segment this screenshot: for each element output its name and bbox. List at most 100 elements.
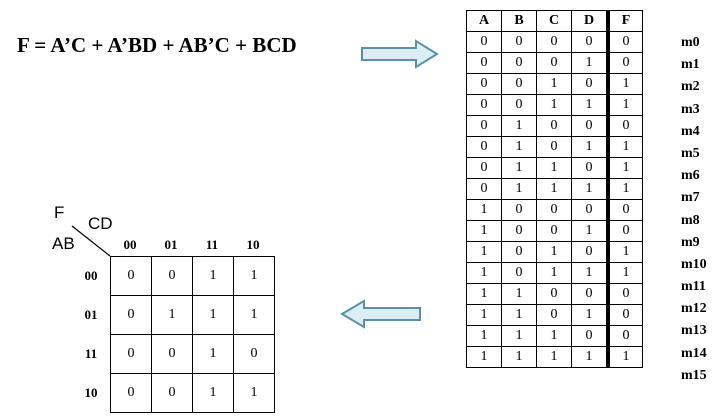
kmap-cell: 0 xyxy=(110,373,152,413)
minterm-label: m15 xyxy=(681,367,707,383)
truth-table-cell: 1 xyxy=(536,94,572,116)
truth-table-cell: 0 xyxy=(536,115,572,137)
kmap-row-variable: AB xyxy=(52,234,75,253)
truth-table-cell: 0 xyxy=(501,31,537,53)
truth-table-header: A xyxy=(466,10,502,32)
truth-table-cell: 0 xyxy=(571,199,610,221)
truth-table-cell: 1 xyxy=(607,346,643,368)
truth-table-cell: 0 xyxy=(501,241,537,263)
arrow-left-icon xyxy=(340,299,421,329)
truth-table-cell: 1 xyxy=(536,73,572,95)
truth-table-cell: 0 xyxy=(571,325,610,347)
truth-table-header: F xyxy=(607,10,643,32)
truth-table-cell: 0 xyxy=(607,199,643,221)
minterm-label: m13 xyxy=(681,323,707,339)
minterm-label: m5 xyxy=(681,145,700,161)
truth-table-cell: 0 xyxy=(571,73,610,95)
kmap-cell: 0 xyxy=(151,256,193,296)
truth-table-cell: 0 xyxy=(501,94,537,116)
kmap-cell: 0 xyxy=(233,334,275,374)
truth-table-cell: 1 xyxy=(466,304,502,326)
truth-table-cell: 1 xyxy=(536,346,572,368)
truth-table-cell: 1 xyxy=(536,241,572,263)
truth-table-cell: 0 xyxy=(501,220,537,242)
truth-table-cell: 1 xyxy=(571,52,610,74)
truth-table-cell: 1 xyxy=(466,199,502,221)
kmap-cell: 1 xyxy=(192,334,234,374)
truth-table-cell: 1 xyxy=(536,157,572,179)
truth-table-cell: 0 xyxy=(501,73,537,95)
truth-table-cell: 0 xyxy=(536,304,572,326)
kmap-column-label: 11 xyxy=(205,237,219,252)
truth-table-cell: 1 xyxy=(501,115,537,137)
kmap-column-label: 01 xyxy=(164,237,178,252)
truth-table-cell: 1 xyxy=(571,262,610,284)
minterm-label: m1 xyxy=(681,57,700,73)
truth-table-cell: 1 xyxy=(466,283,502,305)
truth-table-cell: 1 xyxy=(501,304,537,326)
truth-table-cell: 0 xyxy=(571,115,610,137)
truth-table-cell: 0 xyxy=(466,157,502,179)
truth-table-cell: 1 xyxy=(536,262,572,284)
truth-table-cell: 1 xyxy=(607,94,643,116)
truth-table-cell: 0 xyxy=(536,31,572,53)
minterm-label: m2 xyxy=(681,79,700,95)
minterm-label: m4 xyxy=(681,123,700,139)
minterm-label: m14 xyxy=(681,345,707,361)
kmap-row-label: 10 xyxy=(84,385,98,400)
truth-table-cell: 0 xyxy=(501,52,537,74)
truth-table-cell: 0 xyxy=(466,31,502,53)
truth-table-header: C xyxy=(536,10,572,32)
truth-table-cell: 1 xyxy=(501,346,537,368)
kmap-cell: 0 xyxy=(110,295,152,335)
kmap-cell: 1 xyxy=(233,256,275,296)
truth-table-cell: 1 xyxy=(571,178,610,200)
truth-table-cell: 0 xyxy=(501,262,537,284)
truth-table-cell: 0 xyxy=(536,136,572,158)
truth-table-cell: 1 xyxy=(607,241,643,263)
minterm-label: m9 xyxy=(681,234,700,250)
kmap-function-label: F xyxy=(54,203,65,222)
kmap-cell: 0 xyxy=(151,373,193,413)
kmap-cell: 0 xyxy=(110,334,152,374)
truth-table-cell: 1 xyxy=(466,262,502,284)
truth-table-cell: 0 xyxy=(571,241,610,263)
kmap-cell: 1 xyxy=(192,295,234,335)
truth-table-cell: 1 xyxy=(607,262,643,284)
truth-table-cell: 1 xyxy=(536,325,572,347)
kmap-column-variable: CD xyxy=(88,214,113,233)
truth-table-cell: 1 xyxy=(501,136,537,158)
truth-table-cell: 0 xyxy=(466,115,502,137)
truth-table-cell: 1 xyxy=(571,304,610,326)
minterm-label: m6 xyxy=(681,168,700,184)
truth-table-cell: 0 xyxy=(466,73,502,95)
truth-table-cell: 0 xyxy=(607,283,643,305)
kmap-cell: 1 xyxy=(192,256,234,296)
truth-table-cell: 0 xyxy=(571,31,610,53)
arrow-right-icon xyxy=(361,39,439,69)
truth-table-cell: 0 xyxy=(466,52,502,74)
kmap-row-label: 11 xyxy=(84,346,98,361)
kmap-column-label: 00 xyxy=(123,237,137,252)
minterm-label: m10 xyxy=(681,256,707,272)
truth-table-cell: 1 xyxy=(571,220,610,242)
truth-table-cell: 0 xyxy=(501,199,537,221)
truth-table-cell: 0 xyxy=(571,283,610,305)
minterm-label: m3 xyxy=(681,101,700,117)
